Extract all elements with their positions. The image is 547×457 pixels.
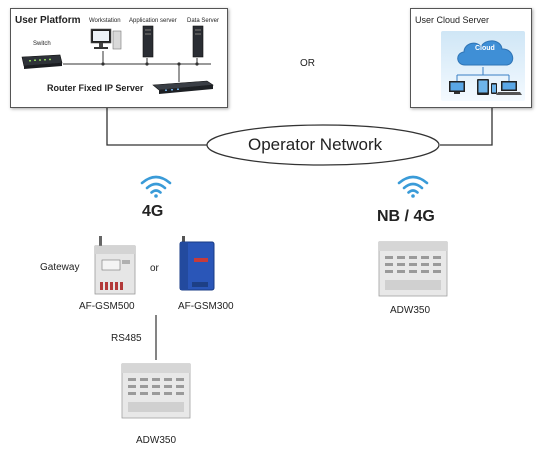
gateway-label: Gateway (40, 262, 80, 273)
wifi-icon-left (140, 175, 172, 198)
user-platform-box: User Platform Workstation Application se… (10, 8, 228, 108)
workstation-label: Workstation (89, 18, 121, 24)
adw350-meter-right-icon (378, 241, 448, 297)
cloud-devices-graphic (449, 67, 522, 95)
adw350-right-label: ADW350 (390, 305, 431, 316)
right-network-label: NB / 4G (377, 208, 435, 225)
cloud-icon (457, 40, 514, 66)
operator-network-label: Operator Network (248, 135, 383, 154)
workstation-icon (90, 28, 122, 50)
user-cloud-title: User Cloud Server (415, 15, 490, 25)
router-label: Router Fixed IP Server (47, 83, 144, 93)
cloud-link-line (440, 108, 493, 146)
adw350-meter-left-icon (121, 363, 191, 419)
user-cloud-server-box: User Cloud Server Cloud (410, 8, 532, 108)
af-gsm300-device-icon (179, 236, 215, 291)
af-gsm500-label: AF-GSM500 (79, 301, 135, 312)
switch-icon (21, 54, 63, 69)
switch-label: Switch (33, 41, 51, 47)
operator-network-ellipse (206, 124, 440, 166)
app-server-label: Application server (129, 18, 177, 24)
rs485-label: RS485 (111, 333, 142, 344)
af-gsm300-label: AF-GSM300 (178, 301, 234, 312)
or-top-label: OR (300, 58, 315, 69)
af-gsm500-device-icon (94, 236, 136, 295)
platform-link-line (106, 108, 208, 146)
application-server-icon (142, 25, 154, 58)
platform-network-graphic (63, 51, 211, 82)
router-server-icon (152, 80, 214, 94)
data-server-icon (192, 25, 204, 58)
cloud-label: Cloud (475, 45, 495, 52)
device-or-label: or (150, 263, 159, 274)
wifi-icon-right (397, 175, 429, 198)
data-server-label: Data Server (187, 18, 220, 24)
user-platform-title: User Platform (15, 15, 81, 26)
left-network-label: 4G (142, 203, 164, 220)
adw350-left-label: ADW350 (136, 435, 177, 446)
